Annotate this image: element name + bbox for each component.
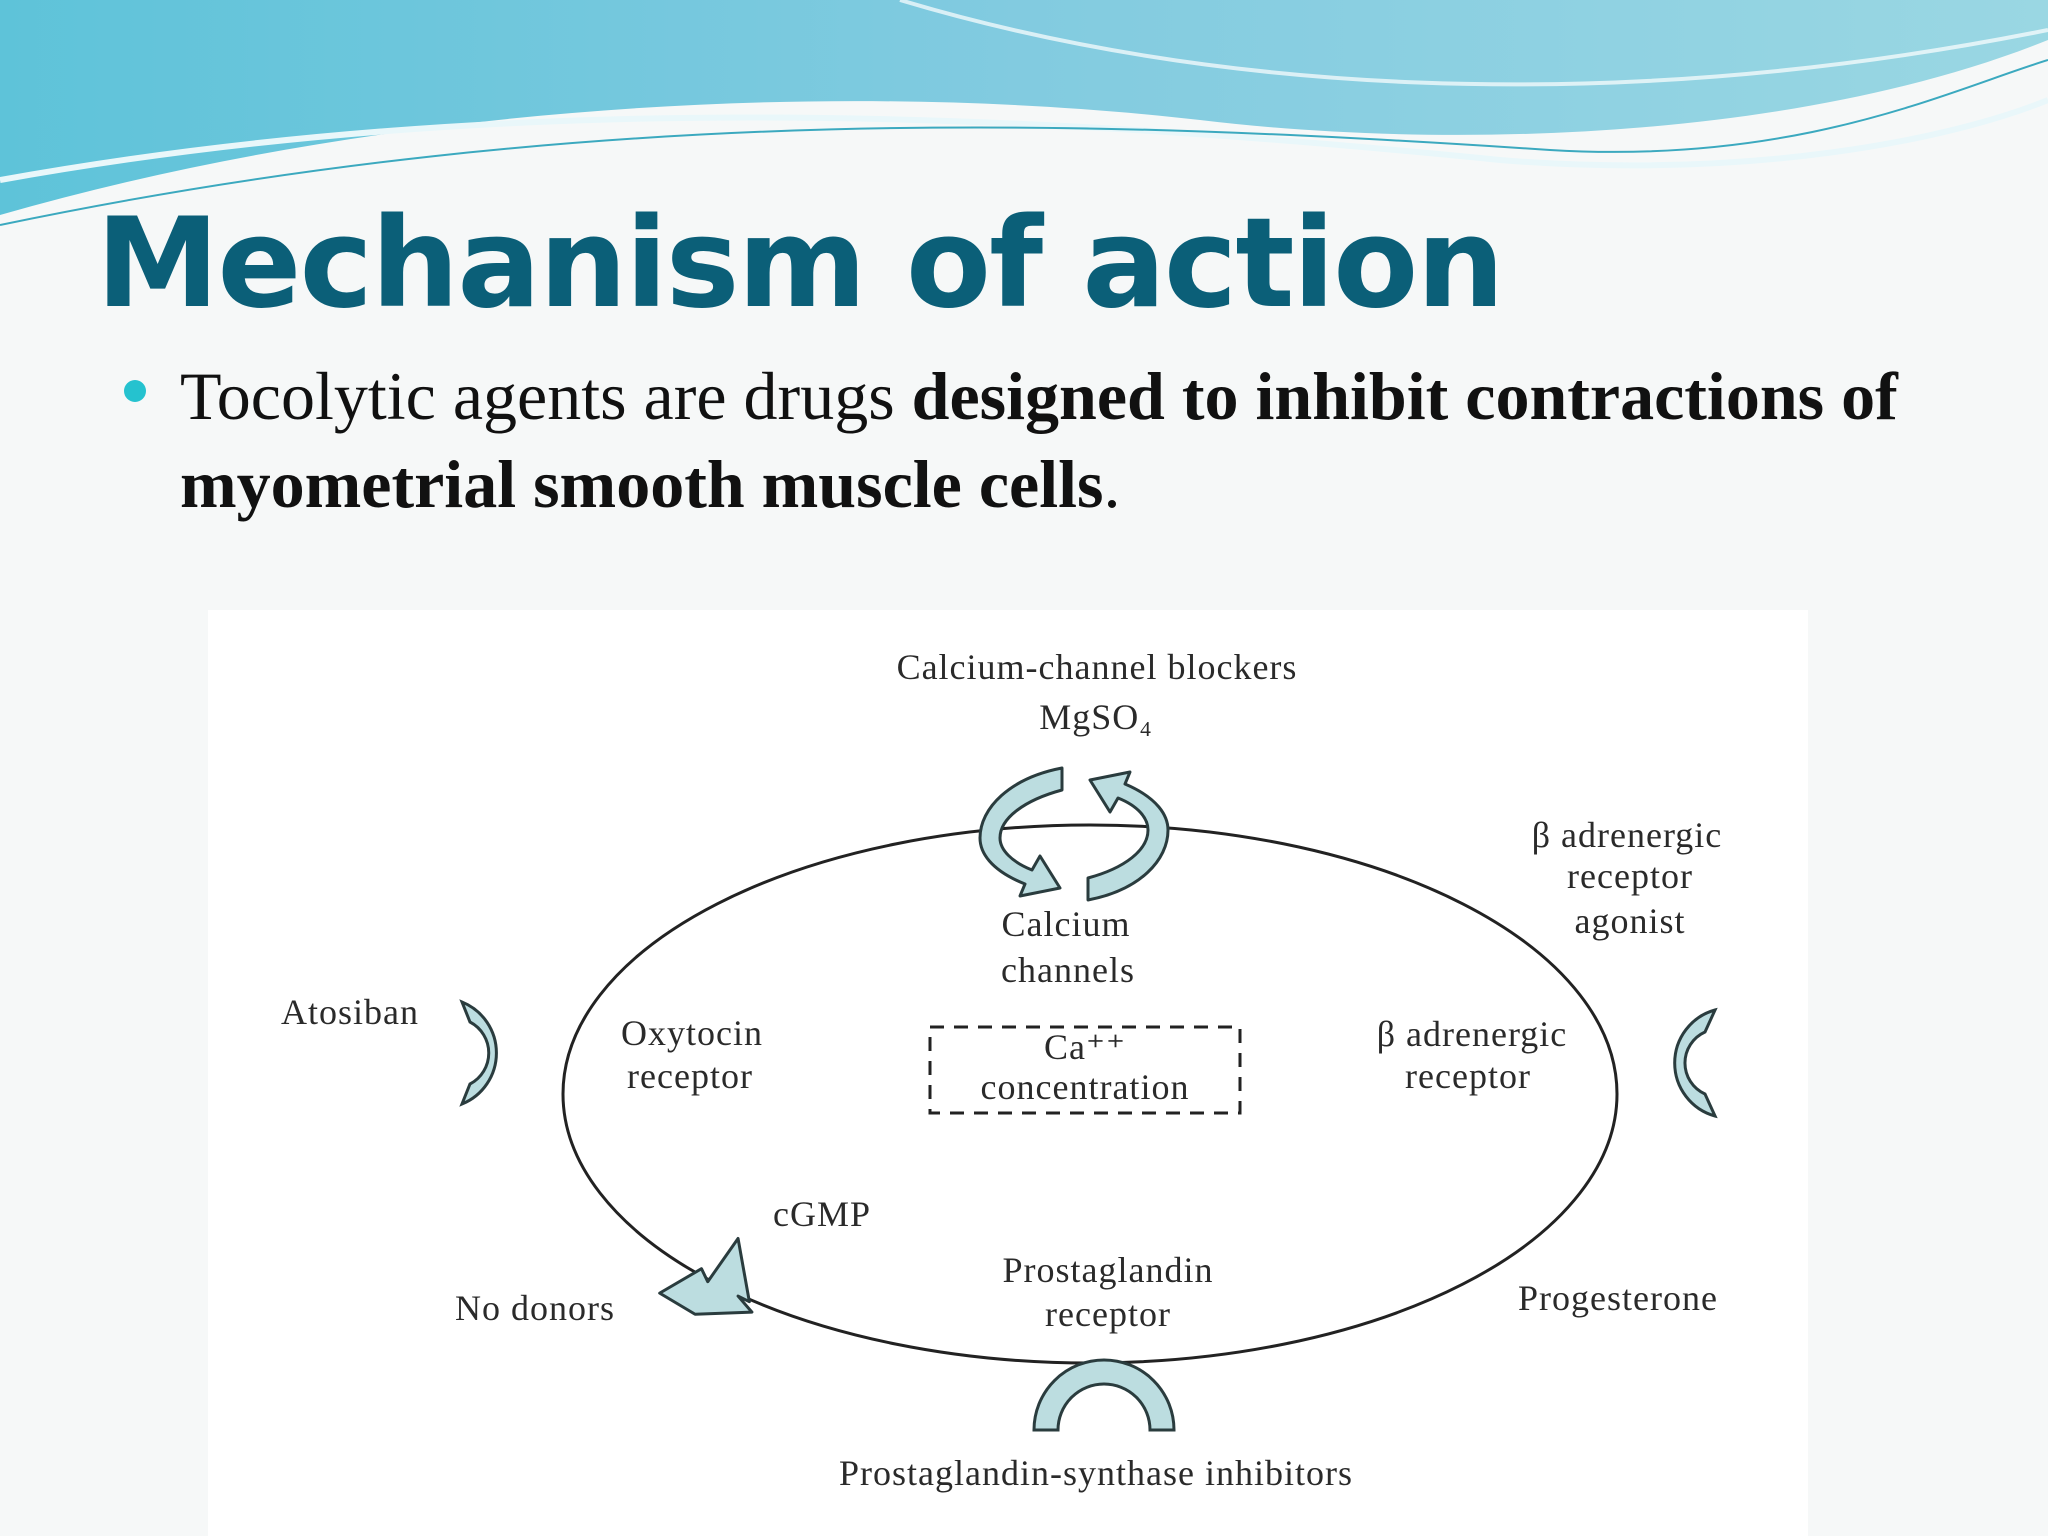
diagram-panel xyxy=(208,610,1808,1536)
prostaglandin-receptor-cup-icon xyxy=(1032,1358,1176,1432)
oxytocin-label-1: Oxytocin xyxy=(621,1013,763,1053)
calcium-channels-label-2: channels xyxy=(1001,950,1135,990)
bullet-icon xyxy=(124,380,146,402)
beta-receptor-label-2: receptor xyxy=(1405,1056,1531,1096)
ca-label-2: concentration xyxy=(981,1067,1190,1107)
beta-receptor-label-1: β adrenergic xyxy=(1377,1014,1568,1054)
slide-title: Mechanism of action xyxy=(96,192,1505,336)
bullet-text-bold: designed to inhibit contractions of myom… xyxy=(180,358,1898,522)
no-donors-label: No donors xyxy=(455,1288,615,1328)
ca-label-1: Ca⁺⁺ xyxy=(1044,1027,1126,1067)
bullet-text-end: . xyxy=(1103,446,1121,522)
psi-label: Prostaglandin-synthase inhibitors xyxy=(839,1453,1353,1493)
top-agent-label-1: Calcium-channel blockers xyxy=(897,647,1298,687)
header-wave-decoration xyxy=(0,0,2048,226)
beta-agonist-label-3: agonist xyxy=(1575,901,1686,941)
no-donors-arrow-icon xyxy=(658,1236,754,1316)
beta-agonist-label-2: receptor xyxy=(1567,856,1693,896)
bullet-text: Tocolytic agents are drugs designed to i… xyxy=(180,352,1960,528)
beta-receptor-cup-icon xyxy=(1673,1007,1718,1119)
oxytocin-receptor-cup-icon xyxy=(459,999,498,1107)
oxytocin-label-2: receptor xyxy=(627,1056,753,1096)
atosiban-label: Atosiban xyxy=(281,992,419,1032)
calcium-channel-arrows-icon xyxy=(978,766,1170,902)
ca-concentration-box xyxy=(928,1025,1242,1115)
prostaglandin-receptor-label-2: receptor xyxy=(1045,1294,1171,1334)
prostaglandin-receptor-label-1: Prostaglandin xyxy=(1003,1250,1214,1290)
progesterone-label: Progesterone xyxy=(1518,1278,1718,1318)
cgmp-label: cGMP xyxy=(773,1194,871,1234)
bullet-text-plain: Tocolytic agents are drugs xyxy=(180,358,912,434)
beta-agonist-label-1: β adrenergic xyxy=(1532,815,1723,855)
calcium-channels-label-1: Calcium xyxy=(1002,904,1131,944)
top-agent-label-2: MgSO₄ xyxy=(1039,697,1153,737)
